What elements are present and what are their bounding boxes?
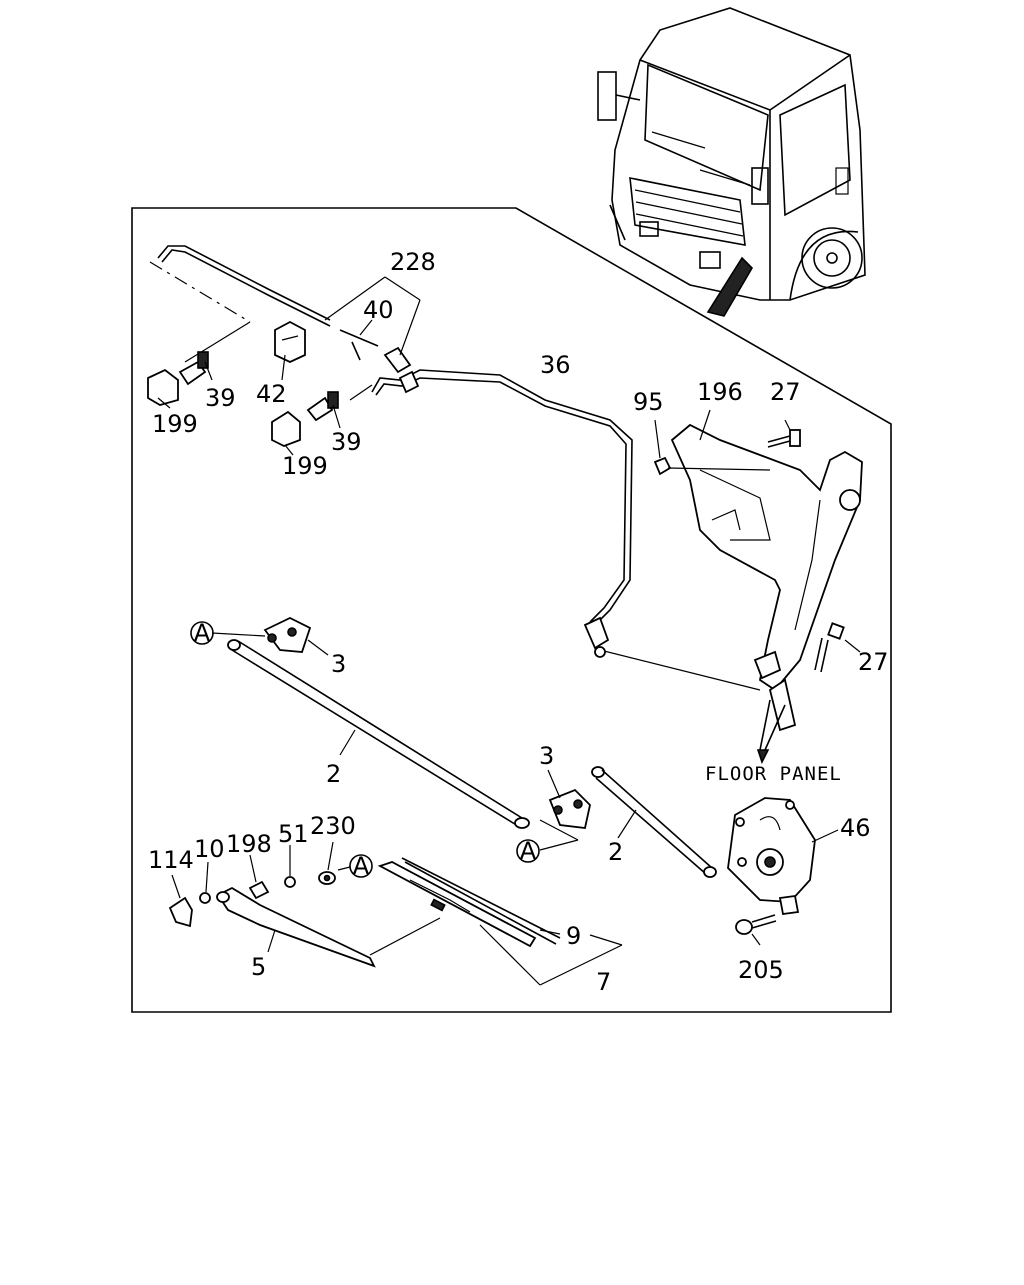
callout-5: 5 [251, 953, 266, 981]
callout-114: 114 [148, 846, 194, 874]
callout-27-top: 27 [770, 378, 801, 406]
ref-marker-a-2: A [516, 837, 540, 865]
nut-95 [653, 409, 771, 476]
hose-connector [583, 616, 610, 658]
linkage-rod-long [227, 639, 530, 829]
callout-198: 198 [226, 830, 272, 858]
callout-3-lower: 3 [539, 742, 554, 770]
bushing-198 [248, 854, 270, 900]
callout-46: 46 [840, 814, 871, 842]
callout-228: 228 [390, 248, 436, 276]
callout-196: 196 [697, 378, 743, 406]
ref-marker-a-1: A [190, 619, 214, 647]
callout-7: 7 [596, 968, 611, 996]
cap-114 [168, 874, 193, 928]
pivot-lower [539, 769, 591, 851]
washer-nozzle-left [147, 351, 209, 406]
callout-2-short: 2 [608, 838, 623, 866]
pivot-upper [211, 616, 329, 656]
callout-199-right: 199 [282, 452, 328, 480]
callout-95: 95 [633, 388, 664, 416]
wiper-arm [216, 886, 376, 968]
ref-marker-label: A [353, 852, 370, 880]
washer-51 [284, 845, 296, 888]
callout-39-right: 39 [331, 428, 362, 456]
floor-panel-note: FLOOR PANEL [705, 763, 842, 785]
callout-3-upper: 3 [331, 650, 346, 678]
wiper-motor-bracket [599, 423, 863, 765]
callout-2-long: 2 [326, 760, 341, 788]
callout-42: 42 [256, 380, 287, 408]
callout-27-lower: 27 [858, 648, 889, 676]
wiper-blade [369, 857, 623, 986]
callout-10: 10 [194, 835, 225, 863]
leader-lines-top [157, 276, 421, 456]
ref-marker-label: A [194, 619, 211, 647]
ref-marker-a-3: A [349, 852, 373, 880]
callout-36: 36 [540, 351, 571, 379]
linkage-rod-short [591, 766, 717, 878]
callout-230: 230 [310, 812, 356, 840]
bolt-lower [814, 622, 861, 673]
callout-205: 205 [738, 956, 784, 984]
bolt-top [767, 419, 801, 448]
ref-marker-label: A [520, 837, 537, 865]
bolt-205 [735, 914, 777, 946]
diagram-frame [131, 207, 892, 1013]
callout-9: 9 [566, 922, 581, 950]
callout-199-left: 199 [152, 410, 198, 438]
callout-39-left: 39 [205, 384, 236, 412]
truck-cab-illustration [597, 7, 866, 317]
callout-labels: 228 40 42 39 199 39 199 36 95 196 27 27 … [148, 248, 889, 996]
callout-51: 51 [278, 820, 309, 848]
callout-40: 40 [363, 296, 394, 324]
washer-nozzle-right [271, 391, 339, 447]
washer-230 [318, 841, 351, 885]
nut-10 [199, 861, 211, 904]
floor-panel-arrow [764, 704, 786, 751]
washer-hose-assembly [149, 245, 633, 626]
motor-crank-plate [727, 797, 839, 916]
